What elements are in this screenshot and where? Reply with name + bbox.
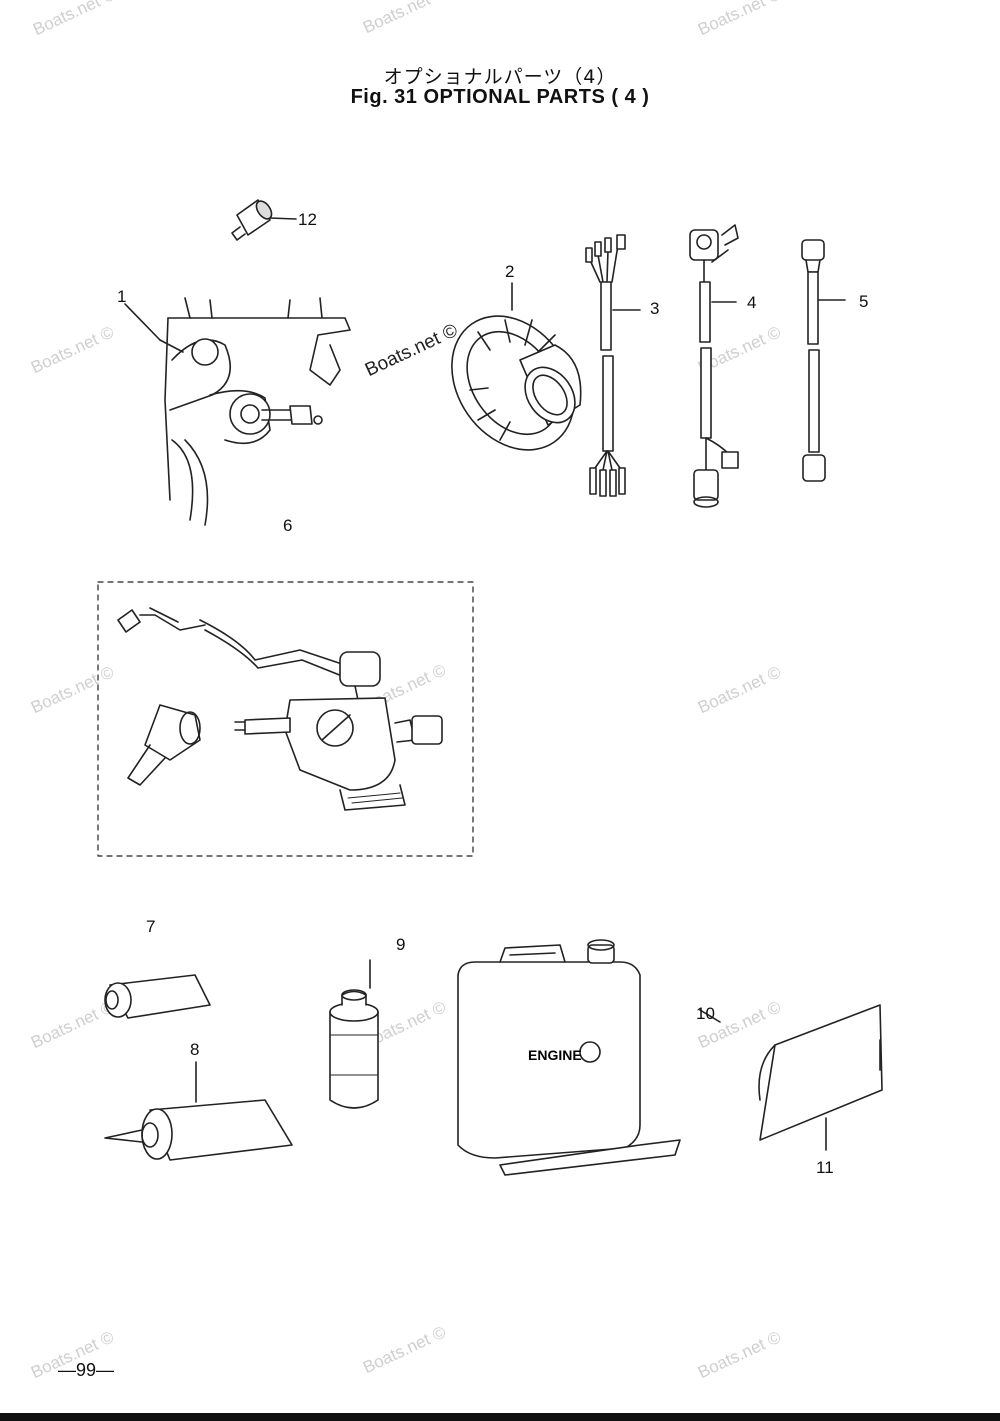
- part-9-can: [329, 959, 379, 1109]
- page-number: —99—: [58, 1360, 115, 1380]
- figure-title: Fig. 31 OPTIONAL PARTS ( 4 ): [350, 86, 650, 108]
- jug-label: ENGINE: [528, 1047, 582, 1063]
- callout-2: 2: [505, 262, 515, 281]
- callout-12: 12: [298, 210, 317, 229]
- callout-10: 10: [696, 1004, 715, 1023]
- callout-8: 8: [190, 1040, 200, 1059]
- part-5-lead: [801, 239, 846, 482]
- callout-9: 9: [396, 935, 406, 954]
- callout-6: 6: [283, 516, 293, 535]
- callout-3: 3: [650, 299, 660, 318]
- part-4-harness: [689, 224, 739, 508]
- part-6-assembly: [117, 607, 443, 811]
- part-2-hub: [451, 282, 582, 451]
- part-3-harness: [585, 234, 641, 497]
- part-8-tube: [104, 1061, 293, 1161]
- part-6-gearcase: [124, 297, 351, 526]
- part-10-jug: [457, 939, 721, 1176]
- part-7-tube: [104, 974, 211, 1019]
- callout-11: 11: [816, 1158, 834, 1177]
- callout-7: 7: [146, 917, 156, 936]
- figure-title-japanese: オプショナルパーツ（4）: [383, 66, 617, 88]
- part-12-sleeve: [231, 199, 297, 241]
- bottom-border: [0, 1413, 1000, 1421]
- callout-5: 5: [859, 292, 869, 311]
- part-11-bag: [758, 1004, 883, 1151]
- callout-4: 4: [747, 293, 757, 312]
- callout-1: 1: [117, 287, 127, 306]
